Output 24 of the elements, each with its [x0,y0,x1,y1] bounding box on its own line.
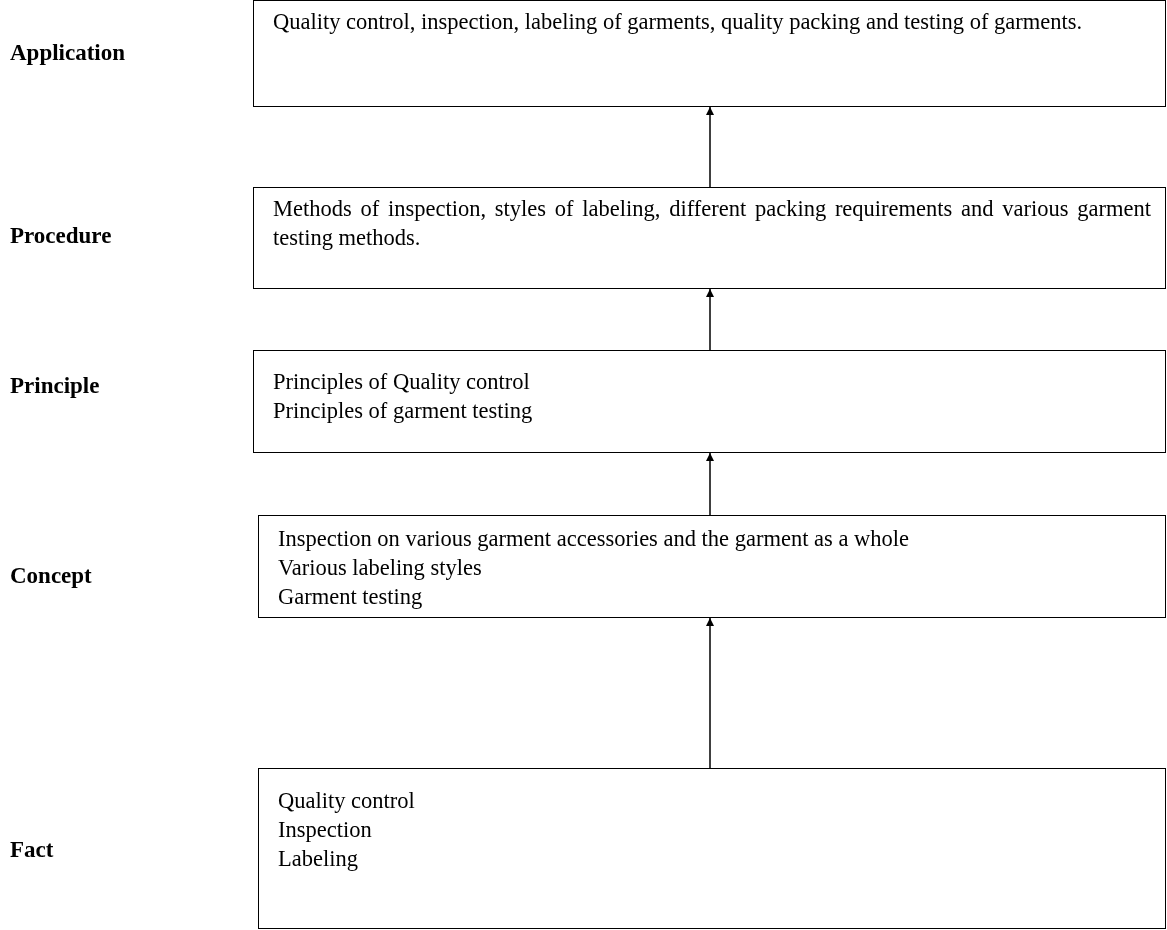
level-label: Concept [10,563,92,589]
box-text: Labeling [278,845,359,873]
arrow [706,288,714,351]
level-label: Procedure [10,223,112,249]
box-text: Quality control, inspection, labeling of garments, quality packing and testing of garments. [273,8,1084,36]
level-label: Fact [10,837,54,863]
text-box [253,350,1166,453]
box-text: Quality control [278,787,416,815]
level-label: Principle [10,373,100,399]
arrow [706,617,714,769]
arrow [706,106,714,188]
text-box [253,187,1166,289]
box-text: Garment testing [278,583,424,611]
box-text: Principles of garment testing [273,397,534,425]
box-text: Principles of Quality control [273,368,531,396]
text-box [253,0,1166,107]
text-box [258,515,1166,618]
box-text: Inspection [278,816,373,844]
arrow [706,452,714,516]
level-label: Application [10,40,126,66]
box-text: Inspection on various garment accessories and the garment as a whole [278,525,911,553]
box-text: Various labeling styles [278,554,483,582]
text-box [258,768,1166,929]
box-text: Methods of inspection, styles of labeling, different packing requirements and various garment testing methods. [273,195,1151,252]
